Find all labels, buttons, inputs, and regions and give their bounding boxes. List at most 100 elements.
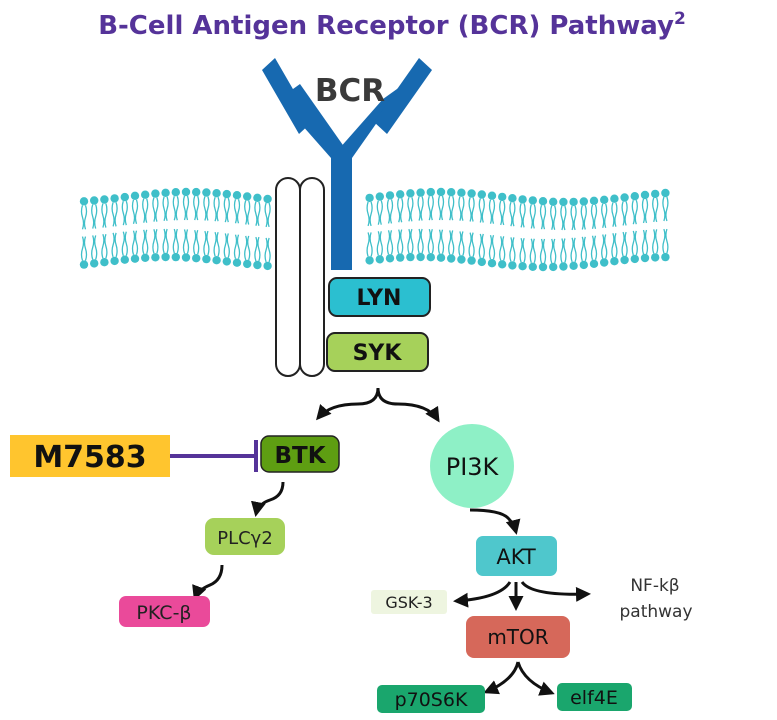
lipid-head [518, 262, 527, 271]
lipid-tail [203, 230, 210, 256]
lipid-tail [244, 235, 251, 261]
lipid-head [406, 189, 415, 198]
lipid-head [457, 255, 466, 264]
lipid-tail [641, 198, 649, 224]
lipid-tail [397, 198, 404, 223]
lipid-tail [499, 200, 506, 226]
lipid-head [640, 190, 650, 200]
lipid-tail [641, 229, 649, 255]
lipid-tail [213, 196, 220, 222]
lipid-head [120, 192, 129, 202]
lipid-head [79, 197, 89, 206]
lipid-tail [264, 237, 271, 263]
lipid-tail [172, 196, 179, 221]
plcg2-node: PLCγ2 [205, 518, 285, 555]
lipid-head [130, 254, 140, 263]
lipid-tail [580, 205, 587, 230]
lipid-tail [580, 236, 587, 262]
lipid-head [610, 194, 619, 203]
lipid-head [579, 260, 588, 270]
lipid-head [202, 188, 211, 197]
lipid-tail [121, 231, 128, 256]
arrow-plcg2-pkcb [192, 564, 224, 601]
lipid-head [100, 258, 109, 267]
title-main: B-Cell Antigen Receptor (BCR) Pathway [98, 11, 674, 41]
lipid-tail [570, 237, 577, 263]
lipid-head [202, 254, 211, 264]
lipid-tail [397, 229, 404, 254]
lipid-tail [386, 230, 394, 255]
lipid-head [651, 253, 660, 262]
lipid-head [100, 195, 109, 204]
lipid-head [518, 195, 527, 204]
lipid-head [385, 254, 395, 263]
mtor-branch-arrows [483, 661, 555, 696]
lipid-head [661, 188, 670, 198]
lipid-head [600, 258, 609, 267]
lipid-head [263, 261, 272, 271]
syk-node: SYK [326, 332, 429, 372]
lipid-tail [162, 228, 169, 254]
lipid-head [130, 191, 140, 200]
lipid-head [549, 197, 558, 206]
lipid-head [457, 188, 466, 197]
lyn-node: LYN [328, 277, 431, 317]
mtor-node: mTOR [466, 616, 570, 658]
lipid-tail [611, 202, 618, 227]
lipid-tail [152, 229, 159, 254]
lipid-head [232, 191, 242, 200]
lipid-tail [417, 228, 424, 254]
lipid-tail [437, 229, 445, 254]
lipid-tail [539, 205, 547, 230]
lipid-head [181, 253, 191, 262]
pkcb-node: PKC-β [119, 596, 210, 627]
lipid-head [192, 254, 201, 263]
lipid-tail [468, 232, 475, 257]
lipid-tail [560, 238, 567, 263]
lipid-tail [142, 198, 149, 223]
arrow-btk-plcg2 [251, 481, 285, 517]
lipid-head [181, 187, 191, 197]
lipid-head [396, 253, 405, 262]
lipid-tail [91, 204, 98, 229]
lipid-tail [448, 230, 455, 255]
lipid-tail [376, 200, 383, 225]
lipid-tail [182, 195, 190, 221]
lipid-head [426, 253, 435, 262]
nfkb-label-line2: pathway [619, 602, 692, 622]
lipid-head [161, 252, 170, 262]
lipid-head [508, 194, 517, 203]
lipid-head [528, 262, 537, 271]
lipid-tail [233, 234, 241, 259]
lipid-head [375, 255, 384, 264]
lipid-tail [488, 199, 496, 224]
lipid-head [651, 189, 660, 199]
lipid-head [243, 192, 252, 201]
lipid-tail [652, 229, 659, 254]
lipid-tail [131, 199, 139, 225]
lipid-head [79, 260, 89, 269]
p70s6k-node: p70S6K [377, 685, 485, 713]
lipid-head [579, 197, 588, 206]
lipid-tail [611, 233, 618, 258]
cell-membrane [79, 187, 670, 272]
lipid-tail [152, 197, 159, 222]
eif4e-label: elf4E [570, 687, 618, 709]
lipid-tail [529, 238, 536, 263]
lipid-head [569, 197, 578, 207]
lipid-head [477, 257, 486, 267]
lipid-tail [366, 201, 373, 227]
lipid-tail [254, 201, 261, 226]
lipid-tail [111, 202, 118, 227]
lipid-tail [621, 201, 628, 226]
lipid-head [151, 189, 160, 198]
lipid-head [559, 197, 568, 207]
pi3k-node: PI3K [430, 424, 514, 508]
lipid-head [487, 259, 497, 268]
lipid-head [212, 256, 221, 265]
lipid-head [141, 190, 150, 199]
lipid-head [192, 187, 201, 197]
lipid-tail [91, 235, 98, 260]
lipid-tail [193, 195, 200, 221]
lipid-head [253, 193, 262, 202]
